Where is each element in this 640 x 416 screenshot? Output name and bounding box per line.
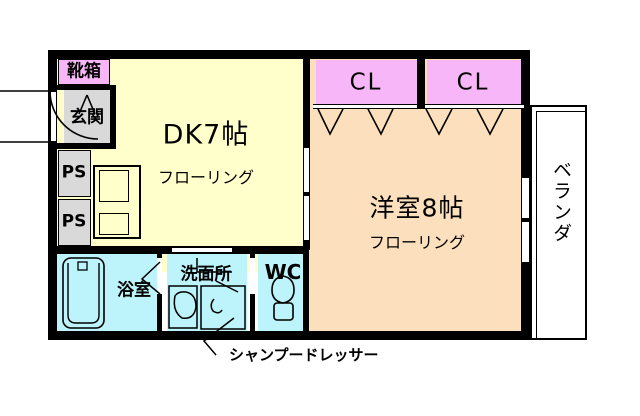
kutsubako-label: 靴箱 [67,61,101,82]
kitchen-stove [99,170,129,202]
senmenjo-entry-opening [172,247,232,253]
ps-lower-text: PS [61,211,87,232]
room-ps-lower [58,199,91,246]
senmenjo-label: 洗面所 [180,264,232,285]
genkan-wall-bottom [57,143,116,149]
closet-2-label: CL [456,69,490,96]
dk-flooring-label: フローリング [157,168,255,187]
entry-door-leaf [50,91,57,142]
ps-upper-label: PS [61,162,87,183]
closet-1-sill [313,104,418,109]
wc-door-opening [250,258,255,294]
ps-lower-label: PS [61,211,87,232]
closet-2 [427,60,521,104]
room-bathtub-area [57,254,109,331]
closet-1-label: CL [349,69,383,96]
room-veranda [530,105,587,340]
closet-1 [316,60,417,104]
sliding-door-panel-upper [304,148,309,192]
veranda-label: ベランダ [550,160,572,244]
exterior-wall-left [48,50,57,340]
closet-2-sill [424,104,524,109]
ps-upper-text: PS [61,162,87,183]
room-kutsubako [58,59,110,85]
yoshitsu-flooring-label: フローリング [368,233,466,252]
yokushitsu-label: 浴室 [117,280,151,301]
wall-between-closets [417,50,425,109]
bath-door-opening [157,258,162,294]
genkan-label: 玄関 [70,107,104,128]
shampoo-dresser-annotation: シャンプードレッサー [229,346,379,364]
veranda-outer-rail [536,111,587,340]
exterior-wall-top [48,50,530,59]
yoshitsu-label: 洋室8帖 [369,193,465,223]
room-ps-upper [58,150,91,197]
kitchen-sink [99,213,129,235]
wall-wc-right [303,246,309,340]
balcony-sliding-door-lower [522,222,529,262]
exterior-wall-bottom [48,331,530,340]
genkan-wall-top [57,85,116,90]
balcony-sliding-door-upper [522,178,529,218]
sliding-door-panel-lower [304,196,309,240]
dk-label: DK7帖 [162,119,250,151]
wc-label: WC [264,260,302,284]
genkan-wall-right [110,85,116,148]
